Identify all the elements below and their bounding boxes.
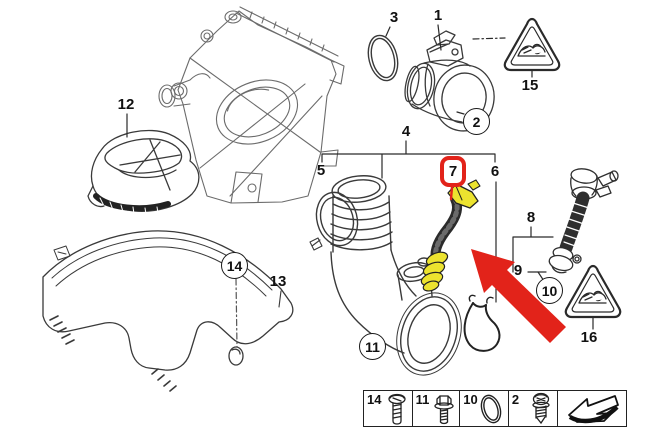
highlight-arrow bbox=[471, 249, 566, 343]
maf-sensor-drawing bbox=[404, 30, 495, 132]
legend-cell-2[interactable]: 2 bbox=[509, 391, 558, 426]
vent-hose-8-drawing bbox=[548, 168, 619, 274]
retaining-clip-drawing bbox=[463, 294, 501, 352]
callout-2-circled[interactable]: 2 bbox=[463, 108, 490, 135]
intake-scoop-drawing bbox=[87, 129, 200, 215]
warning-triangle-16 bbox=[564, 264, 622, 319]
callout-16[interactable]: 16 bbox=[580, 329, 598, 346]
callout-6[interactable]: 6 bbox=[490, 163, 500, 180]
legend-cell-11[interactable]: 11 bbox=[413, 391, 461, 426]
acoustic-cover-drawing bbox=[42, 230, 294, 392]
legend-table: 14 11 10 bbox=[363, 390, 627, 427]
callout-4[interactable]: 4 bbox=[401, 123, 411, 140]
warning-triangle-15 bbox=[503, 17, 561, 72]
callout-7-highlight-box[interactable]: 7 bbox=[440, 156, 466, 187]
legend-num-11: 11 bbox=[415, 392, 430, 407]
callout-13[interactable]: 13 bbox=[269, 273, 287, 290]
hose-clamp-5-drawing bbox=[309, 191, 359, 251]
callout-12[interactable]: 12 bbox=[117, 96, 135, 113]
legend-num-2: 2 bbox=[511, 392, 520, 407]
legend-cell-10[interactable]: 10 bbox=[460, 391, 509, 426]
round-head-screw-icon bbox=[531, 392, 550, 425]
legend-cell-arrow[interactable] bbox=[558, 391, 626, 426]
callout-10-circled[interactable]: 10 bbox=[536, 277, 563, 304]
intake-boot-drawing bbox=[330, 175, 462, 376]
o-ring-icon bbox=[480, 394, 502, 424]
callout-1[interactable]: 1 bbox=[433, 7, 443, 24]
direction-arrow-icon bbox=[568, 395, 619, 424]
air-filter-housing-drawing bbox=[158, 6, 345, 204]
legend-num-10: 10 bbox=[463, 392, 478, 407]
callout-5[interactable]: 5 bbox=[316, 162, 326, 179]
callout-3[interactable]: 3 bbox=[389, 9, 399, 26]
vent-hose-7-drawing bbox=[420, 179, 481, 292]
hex-flange-bolt-icon bbox=[434, 395, 454, 425]
legend-cell-14[interactable]: 14 bbox=[364, 391, 413, 426]
callout-9[interactable]: 9 bbox=[513, 262, 523, 279]
legend-num-14: 14 bbox=[367, 392, 382, 407]
leader-lines bbox=[126, 24, 594, 330]
callout-8[interactable]: 8 bbox=[526, 209, 536, 226]
o-ring-3-drawing bbox=[367, 34, 399, 82]
pan-head-screw-icon bbox=[387, 393, 406, 425]
callout-11-circled[interactable]: 11 bbox=[359, 333, 386, 360]
callout-15[interactable]: 15 bbox=[521, 77, 539, 94]
callout-14-circled[interactable]: 14 bbox=[221, 252, 248, 279]
